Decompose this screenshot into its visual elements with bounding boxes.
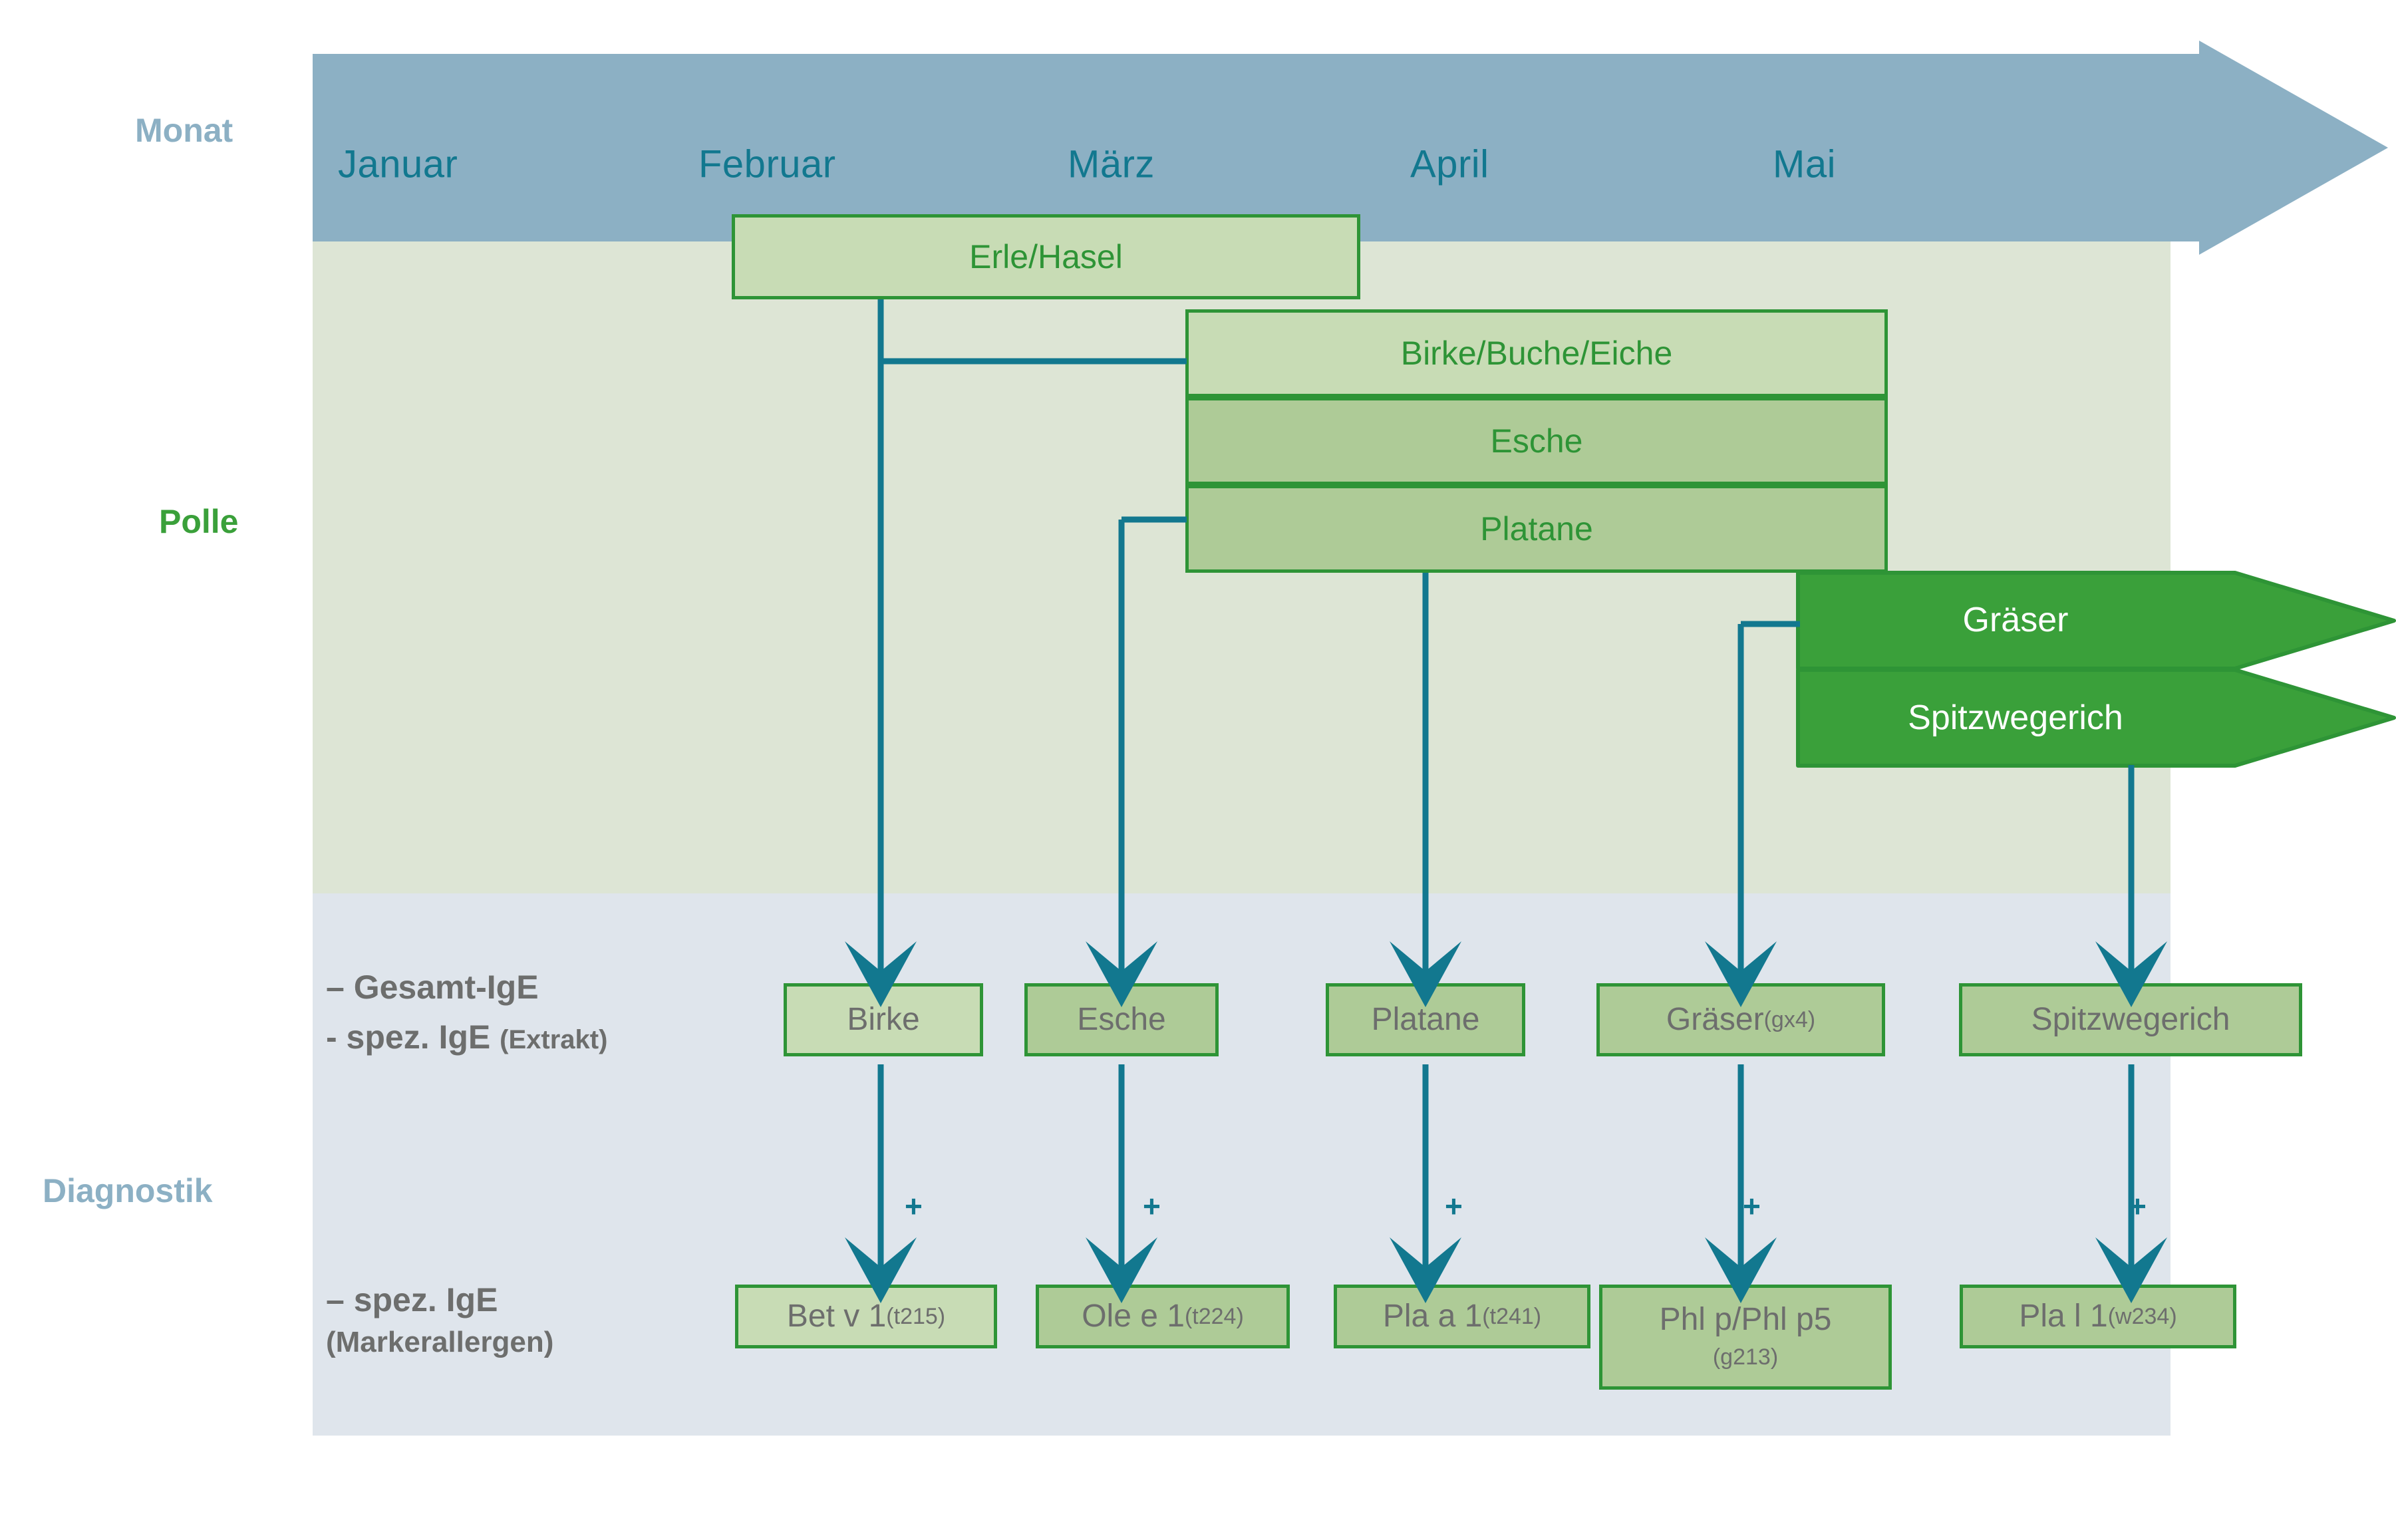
extract-test-label: Esche <box>1077 1002 1166 1038</box>
extract-test-esche[interactable]: Esche <box>1024 983 1219 1056</box>
month-label-februar: Februar <box>698 142 836 186</box>
marker-test-code: (t241) <box>1482 1303 1542 1329</box>
caption-sub: (Extrakt) <box>500 1025 608 1054</box>
pollen-bar-esche: Esche <box>1185 397 1888 485</box>
pollen-bar-label: Erle/Hasel <box>969 238 1123 275</box>
marker-test-pla-l-1[interactable]: Pla l 1 (w234) <box>1960 1285 2236 1348</box>
pollen-bar-erle-hasel: Erle/Hasel <box>732 214 1360 299</box>
month-label-april: April <box>1410 142 1489 186</box>
plus-sign-spitzwegerich: + <box>2129 1189 2147 1223</box>
diagnostics-caption-spez-ige-extrakt: - spez. IgE (Extrakt) <box>326 1018 607 1056</box>
caption-main: - spez. IgE <box>326 1018 500 1056</box>
diagnostics-section-background <box>313 893 2171 1436</box>
extract-test-label: Platane <box>1371 1002 1480 1038</box>
month-label-januar: Januar <box>338 142 458 186</box>
diagnostics-caption-gesamt-ige: – Gesamt-IgE <box>326 969 539 1006</box>
marker-test-code: (w234) <box>2107 1303 2177 1329</box>
marker-test-pla-a-1[interactable]: Pla a 1 (t241) <box>1334 1285 1590 1348</box>
marker-test-ole-e-1[interactable]: Ole e 1 (t224) <box>1036 1285 1290 1348</box>
plus-sign-platane: + <box>1445 1189 1463 1223</box>
marker-test-label: Phl p/Phl p5 <box>1659 1302 1832 1338</box>
diagnostics-caption-spez-ige-marker: – spez. IgE <box>326 1281 498 1318</box>
marker-test-code: (g213) <box>1712 1344 1779 1370</box>
marker-test-label: Pla a 1 <box>1382 1299 1483 1334</box>
marker-test-code: (t215) <box>886 1303 946 1329</box>
pollen-bar-label: Platane <box>1480 510 1593 547</box>
plus-sign-esche: + <box>1143 1189 1161 1223</box>
marker-test-label: Bet v 1 <box>786 1299 887 1334</box>
pollen-bar-label: Birke/Buche/Eiche <box>1400 335 1673 372</box>
row-caption-diagnostik: Diagnostik <box>43 1172 213 1209</box>
row-caption-polle: Polle <box>159 503 239 540</box>
extract-test-spitzwegerich[interactable]: Spitzwegerich <box>1959 983 2302 1056</box>
month-label-maerz: März <box>1068 142 1155 186</box>
pollen-arrow-graeser: Gräser <box>1796 571 2396 671</box>
extract-test-label: Gräser <box>1666 1002 1764 1038</box>
plus-sign-graeser: + <box>1743 1189 1761 1223</box>
extract-test-birke[interactable]: Birke <box>784 983 983 1056</box>
month-timeline-arrow: Januar Februar März April Mai <box>313 41 2388 255</box>
pollen-arrow-label: Gräser <box>1962 601 2069 639</box>
row-caption-monat: Monat <box>135 112 233 149</box>
diagnostics-caption-markerallergen: (Markerallergen) <box>326 1326 554 1358</box>
marker-test-code: (t224) <box>1184 1303 1244 1329</box>
extract-test-code: (gx4) <box>1763 1006 1816 1032</box>
pollen-bar-platane: Platane <box>1185 485 1888 573</box>
extract-test-platane[interactable]: Platane <box>1326 983 1525 1056</box>
marker-test-bet-v-1[interactable]: Bet v 1 (t215) <box>735 1285 997 1348</box>
month-label-mai: Mai <box>1773 142 1836 186</box>
extract-test-label: Spitzwegerich <box>2031 1002 2230 1038</box>
extract-test-graeser[interactable]: Gräser (gx4) <box>1596 983 1885 1056</box>
plus-sign-birke: + <box>905 1189 923 1223</box>
extract-test-label: Birke <box>847 1002 920 1038</box>
pollen-arrow-label: Spitzwegerich <box>1908 698 2123 737</box>
pollen-bar-birke-buche-eiche: Birke/Buche/Eiche <box>1185 309 1888 397</box>
marker-test-phl-p[interactable]: Phl p/Phl p5 (g213) <box>1599 1285 1892 1390</box>
pollen-bar-label: Esche <box>1490 422 1583 460</box>
marker-test-label: Ole e 1 <box>1082 1299 1185 1334</box>
marker-test-label: Pla l 1 <box>2019 1299 2108 1334</box>
pollen-arrow-spitzwegerich: Spitzwegerich <box>1796 668 2396 768</box>
